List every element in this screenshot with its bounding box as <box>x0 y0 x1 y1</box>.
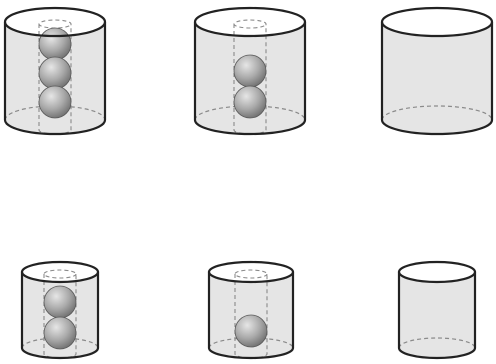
ball <box>234 86 266 118</box>
ball <box>44 286 76 318</box>
cylinder-top-rim <box>209 262 293 282</box>
cylinder-bottom-right <box>399 262 475 358</box>
cylinder-top-left <box>5 8 105 134</box>
ball <box>39 28 71 60</box>
ball <box>235 315 267 347</box>
cylinder-body <box>382 22 492 134</box>
cylinder-top-rim <box>195 8 305 36</box>
ball <box>39 86 71 118</box>
cylinder-bottom-middle <box>209 262 293 358</box>
cylinder-top-middle <box>195 8 305 134</box>
cylinder-top-rim <box>399 262 475 282</box>
ball <box>39 57 71 89</box>
cylinder-body <box>399 272 475 358</box>
cylinder-bottom-left <box>22 262 98 358</box>
ball <box>234 55 266 87</box>
cylinder-top-rim <box>22 262 98 282</box>
cylinder-top-right <box>382 8 492 134</box>
cylinder-top-rim <box>382 8 492 36</box>
ball <box>44 317 76 349</box>
